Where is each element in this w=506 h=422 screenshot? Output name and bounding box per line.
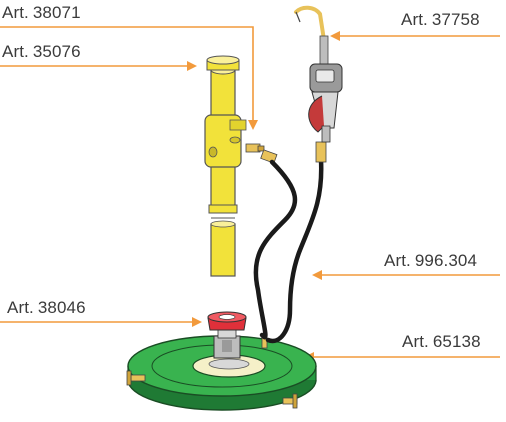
label-prefix: Art.: [2, 3, 29, 22]
label-prefix: Art.: [401, 10, 428, 29]
drum-lid: [127, 335, 317, 411]
label-art-38046: Art.38046: [7, 298, 86, 318]
hose: [253, 157, 324, 344]
label-number: 35076: [32, 42, 81, 61]
hose-fitting: [245, 143, 278, 164]
label-number: 996.304: [414, 251, 478, 270]
label-art-65138: Art.65138: [402, 332, 481, 352]
left-clamp-screw: [126, 370, 146, 386]
label-number: 38071: [32, 3, 81, 22]
label-number: 37758: [431, 10, 480, 29]
label-art-996304: Art.996.304: [384, 251, 477, 271]
drum-adapter: [207, 311, 247, 359]
pump: [204, 55, 247, 277]
leader-line-38071: [0, 26, 258, 130]
label-prefix: Art.: [7, 298, 34, 317]
label-art-37758: Art.37758: [401, 10, 480, 30]
label-art-35076: Art.35076: [2, 42, 81, 62]
right-clamp-screw: [282, 393, 298, 409]
label-prefix: Art.: [384, 251, 411, 270]
label-prefix: Art.: [402, 332, 429, 351]
label-number: 65138: [432, 332, 481, 351]
meter-nozzle: [294, 5, 343, 143]
label-art-38071: Art.38071: [2, 3, 81, 23]
leader-lines: [0, 26, 500, 362]
label-prefix: Art.: [2, 42, 29, 61]
label-number: 38046: [37, 298, 86, 317]
hose-end-fitting: [315, 141, 327, 163]
